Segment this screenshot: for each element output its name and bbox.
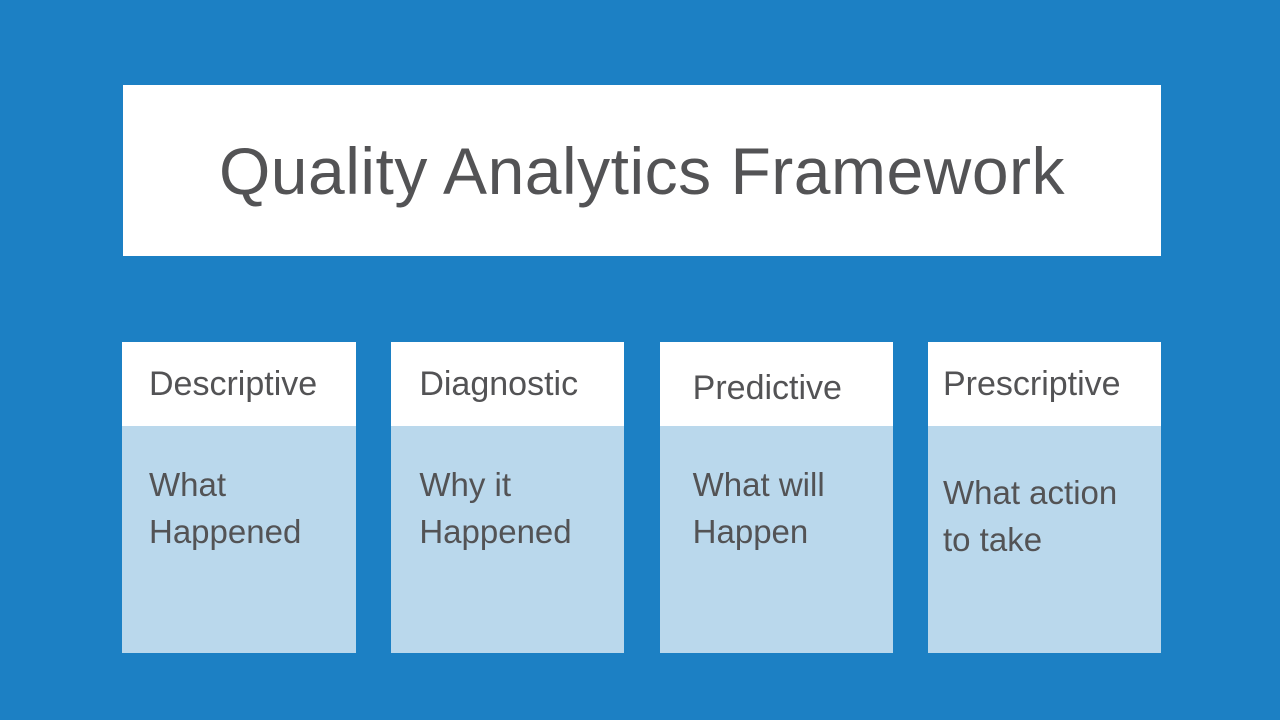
analytics-columns: Descriptive What Happened Diagnostic Why…	[122, 342, 1161, 653]
column-header: Predictive	[659, 342, 893, 426]
column-body-text: What will Happen	[659, 426, 893, 653]
column-body-text: Why it Happened	[391, 426, 625, 653]
column-body-text: What Happened	[122, 426, 356, 653]
column-descriptive: Descriptive What Happened	[122, 342, 356, 653]
column-body-text: What action to take	[927, 426, 1161, 653]
column-header: Prescriptive	[927, 342, 1161, 426]
column-header: Descriptive	[122, 342, 356, 426]
column-header: Diagnostic	[391, 342, 625, 426]
slide-title: Quality Analytics Framework	[218, 133, 1066, 208]
column-diagnostic: Diagnostic Why it Happened	[391, 342, 625, 653]
column-prescriptive: Prescriptive What action to take	[927, 342, 1161, 653]
column-predictive: Predictive What will Happen	[659, 342, 893, 653]
title-card: Quality Analytics Framework	[123, 85, 1161, 256]
